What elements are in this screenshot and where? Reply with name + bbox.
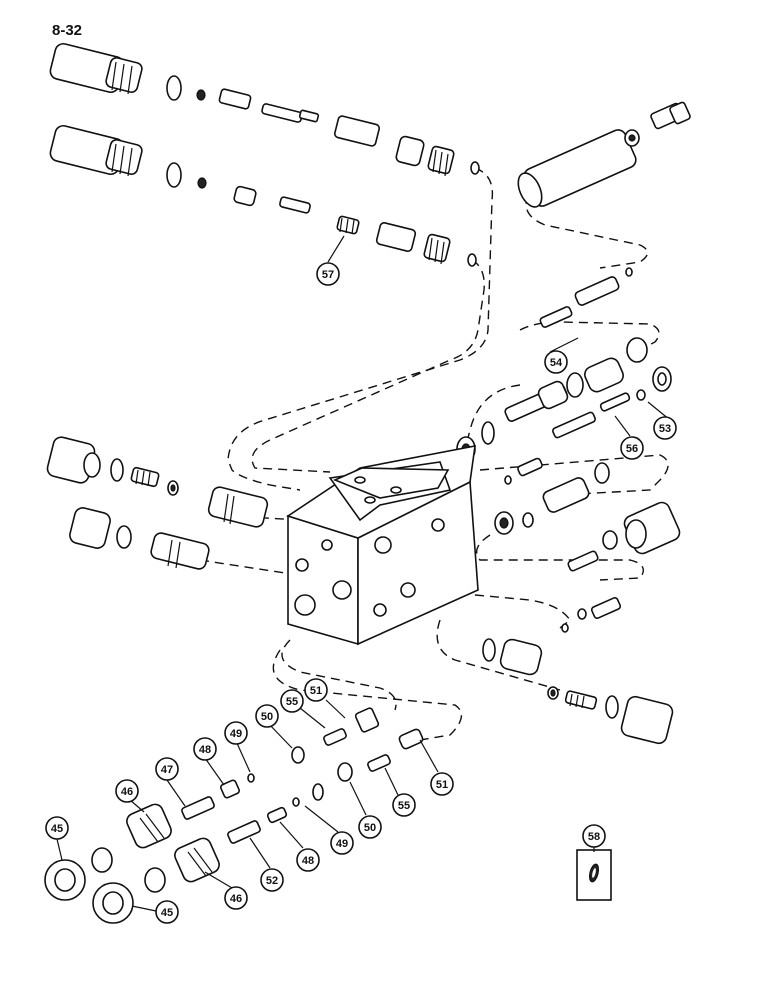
callout-57: 57	[322, 269, 334, 281]
lower-cartridge-parts	[44, 707, 424, 924]
callout-56: 56	[626, 443, 638, 455]
long-sleeve-assembly	[517, 101, 691, 208]
callout-51-lower: 51	[436, 779, 448, 791]
callout-48-upper: 48	[199, 744, 211, 756]
left-side-parts	[46, 436, 269, 570]
callout-45-upper: 45	[51, 823, 63, 835]
callout-47: 47	[161, 764, 173, 776]
callout-51-upper: 51	[310, 685, 322, 697]
callouts: 57 54 53 56 51 55 50 49 48 47 46 45 51 5…	[45, 235, 677, 924]
callout-54: 54	[550, 357, 563, 369]
part-58-kit-tag	[576, 849, 612, 901]
callout-49-upper: 49	[230, 728, 242, 740]
callout-50-lower: 50	[364, 822, 376, 834]
callout-46-upper: 46	[121, 786, 133, 798]
upper-cartridge-row-1	[49, 42, 480, 177]
callout-52: 52	[266, 875, 278, 887]
callout-48-lower: 48	[302, 855, 314, 867]
upper-cartridge-row-2	[49, 124, 477, 267]
callout-53: 53	[659, 423, 671, 435]
right-mid-parts	[456, 436, 681, 633]
right-upper-parts	[481, 267, 672, 445]
page-number: 8-32	[52, 22, 83, 39]
callout-58: 58	[588, 831, 600, 843]
valve-body	[286, 445, 479, 646]
callout-49-lower: 49	[336, 838, 348, 850]
callout-55-upper: 55	[286, 696, 298, 708]
callout-55-lower: 55	[398, 800, 410, 812]
right-lower-parts	[482, 638, 674, 745]
callout-50-upper: 50	[261, 711, 273, 723]
assembly-leader-lines	[199, 167, 669, 741]
callout-46-lower: 46	[230, 893, 242, 905]
callout-45-lower: 45	[161, 907, 173, 919]
